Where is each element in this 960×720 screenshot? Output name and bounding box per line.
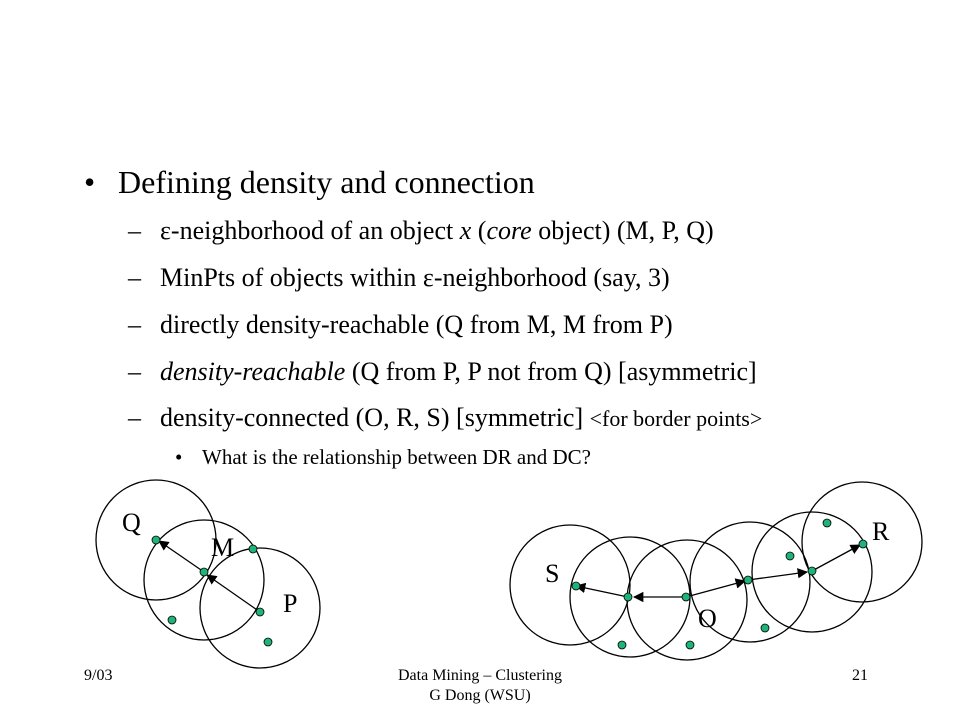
left-group — [95, 479, 321, 669]
footer-author: G Dong (WSU) — [429, 687, 531, 704]
right-group — [509, 481, 923, 661]
point-p — [255, 607, 265, 617]
sub-bullet-text: density-connected (O, R, S) [symmetric] … — [160, 401, 762, 436]
footer-date: 9/03 — [84, 667, 113, 684]
label-p: P — [283, 589, 297, 618]
point — [760, 623, 770, 633]
arrow-o-to-right — [685, 578, 747, 598]
sub-bullet-text: density-reachable (Q from P, P not from … — [160, 355, 757, 389]
footer-course: Data Mining – Clustering G Dong (WSU) — [340, 666, 620, 706]
arrow-to-r — [811, 544, 861, 572]
sub-bullet-text: ε-neighborhood of an object x (core obje… — [160, 214, 714, 248]
text-run: density-connected (O, R, S) [symmetric] — [160, 403, 590, 432]
point — [263, 637, 273, 647]
footer-course-title: Data Mining – Clustering — [398, 667, 562, 684]
point-o — [681, 592, 691, 602]
dash-marker: – — [128, 310, 141, 339]
left-points — [151, 535, 273, 647]
point — [167, 615, 177, 625]
point — [807, 566, 817, 576]
point — [822, 518, 832, 528]
text-run: -neighborhood (say, 3) — [433, 263, 670, 292]
text-run: ( — [471, 216, 487, 245]
question-text: What is the relationship between DR and … — [202, 445, 591, 469]
bullet-marker: • — [84, 164, 96, 200]
bullet-marker: • — [175, 445, 183, 469]
arrow-p-to-m — [206, 574, 261, 613]
point-s — [571, 581, 581, 591]
epsilon-symbol: ε — [160, 216, 171, 245]
label-q: Q — [122, 508, 141, 537]
arrow-m-to-q — [158, 540, 205, 573]
dash-marker: – — [128, 216, 141, 245]
dash-marker: – — [128, 263, 141, 292]
footer-page-number: 21 — [852, 667, 868, 684]
arrow-to-s — [574, 582, 629, 598]
italic-core: core — [486, 216, 532, 245]
right-points — [571, 518, 868, 650]
label-s: S — [545, 559, 559, 588]
point — [785, 551, 795, 561]
epsilon-symbol: ε — [422, 263, 434, 292]
text-run: object) (M, P, Q) — [531, 216, 714, 245]
point — [248, 544, 258, 554]
dash-marker: – — [128, 357, 141, 386]
point — [623, 592, 633, 602]
neighborhood-circle-r — [801, 481, 923, 603]
label-m: M — [211, 533, 234, 562]
main-bullet-text: Defining density and connection — [118, 164, 535, 200]
label-o: O — [698, 604, 717, 633]
point — [743, 575, 753, 585]
neighborhood-circle-4 — [689, 521, 811, 643]
arrow-chain-right — [747, 568, 809, 581]
text-run: MinPts of objects within — [160, 263, 423, 292]
label-r: R — [872, 517, 890, 546]
point-q — [151, 535, 161, 545]
point-m — [199, 567, 209, 577]
sub-bullet-text: MinPts of objects within ε-neighborhood … — [160, 261, 670, 295]
sub-bullet-text: directly density-reachable (Q from M, M … — [160, 310, 673, 339]
italic-term: density-reachable — [160, 357, 346, 386]
neighborhood-circle-m — [143, 519, 265, 641]
point — [685, 640, 695, 650]
border-points-note: <for border points> — [589, 406, 763, 431]
text-run: -neighborhood of an object — [170, 216, 460, 245]
point-r — [858, 539, 868, 549]
neighborhood-circle-5 — [751, 511, 873, 633]
point — [617, 640, 627, 650]
italic-x: x — [459, 216, 472, 245]
neighborhood-circle-q — [95, 479, 217, 601]
neighborhood-circle-s — [509, 524, 631, 646]
text-run: (Q from P, P not from Q) [asymmetric] — [345, 357, 757, 386]
dash-marker: – — [128, 403, 141, 432]
neighborhood-circle-p — [199, 547, 321, 669]
